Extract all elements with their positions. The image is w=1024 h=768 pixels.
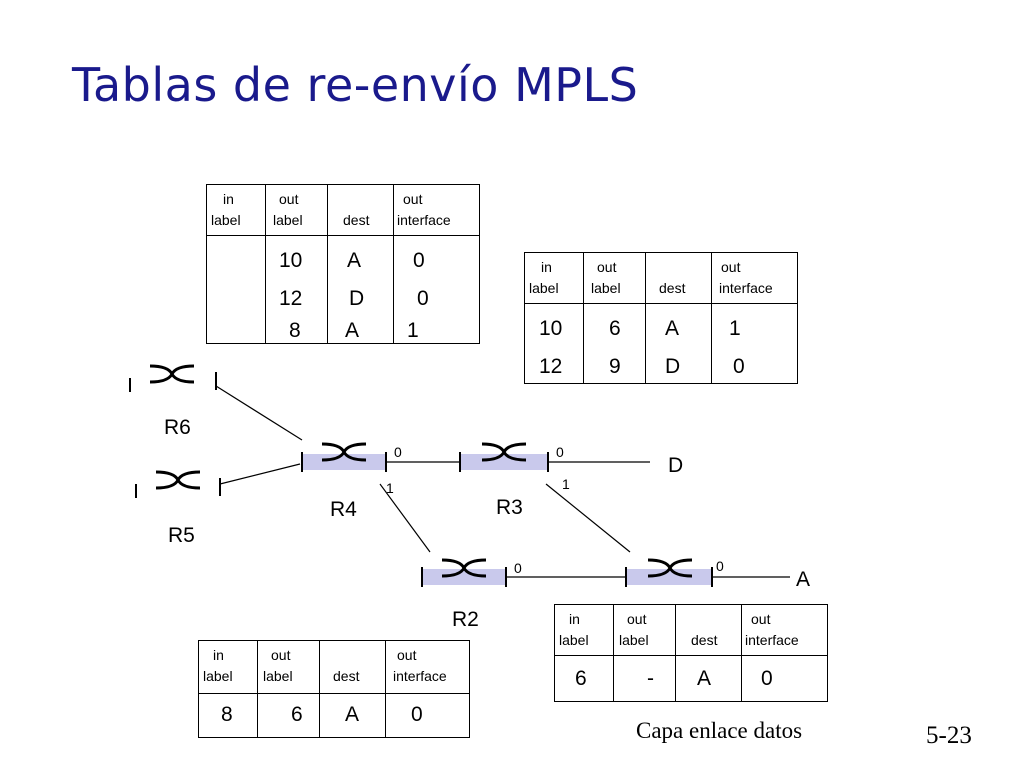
cell-in-label: 12 <box>539 355 563 378</box>
port-r4-0: 0 <box>394 444 402 460</box>
router-r3-label: R3 <box>496 496 523 519</box>
dest-a-label: A <box>796 568 811 591</box>
port-r1-0: 0 <box>716 558 724 574</box>
router-r5-icon <box>135 470 221 498</box>
header-out-iface: out <box>751 611 771 627</box>
cell-dest: A <box>345 703 360 726</box>
cell-interface: 1 <box>407 319 419 342</box>
cell-dest: A <box>665 317 680 340</box>
cell-out-label: 10 <box>279 249 303 272</box>
header-in-label: label <box>529 280 559 296</box>
header-out: out <box>597 259 617 275</box>
cell-dest: D <box>349 287 365 310</box>
cell-dest: A <box>347 249 362 272</box>
slide-title: Tablas de re-envío MPLS <box>72 58 639 112</box>
cell-dest: A <box>697 667 712 690</box>
port-r3-1: 1 <box>562 476 570 492</box>
header-interface: interface <box>397 212 451 228</box>
forwarding-table-r2: in label out label dest out interface 8 … <box>198 640 470 738</box>
link-r4-r2 <box>379 483 431 553</box>
header-out-label: label <box>591 280 621 296</box>
cell-interface: 0 <box>733 355 745 378</box>
header-out-iface: out <box>721 259 741 275</box>
router-r4-label: R4 <box>330 498 357 521</box>
header-in: in <box>569 611 580 627</box>
header-dest: dest <box>691 632 718 648</box>
router-r6-label: R6 <box>164 416 191 439</box>
cell-out-label: 6 <box>609 317 621 340</box>
header-out-label: label <box>273 212 303 228</box>
header-out-label: label <box>263 668 293 684</box>
header-out-iface: out <box>397 647 417 663</box>
cell-dest: D <box>665 355 681 378</box>
cell-interface: 1 <box>729 317 741 340</box>
header-out-label: label <box>619 632 649 648</box>
router-r4-icon <box>301 442 387 472</box>
port-r3-0: 0 <box>556 444 564 460</box>
link-r6-r4 <box>215 385 303 441</box>
footer-chapter: Capa enlace datos <box>636 718 803 743</box>
router-r6-icon <box>129 364 217 392</box>
dest-d-label: D <box>668 454 684 477</box>
header-in-label: label <box>211 212 241 228</box>
page-number: 5-23 <box>926 722 972 749</box>
header-in: in <box>223 191 234 207</box>
header-dest: dest <box>333 668 360 684</box>
link-r3-r1 <box>545 483 631 553</box>
port-r4-1: 1 <box>386 480 394 496</box>
router-r2-icon <box>421 558 507 587</box>
cell-out-label: - <box>647 667 654 690</box>
forwarding-table-r4: in label out label dest out interface 10… <box>206 184 480 344</box>
header-out: out <box>627 611 647 627</box>
header-in: in <box>541 259 552 275</box>
header-dest: dest <box>343 212 370 228</box>
link-r5-r4 <box>219 463 301 485</box>
forwarding-table-r3: in label out label dest out interface 10… <box>524 252 798 384</box>
cell-interface: 0 <box>417 287 429 310</box>
port-r2-0: 0 <box>514 560 522 576</box>
router-r5-label: R5 <box>168 524 195 547</box>
header-interface: interface <box>745 632 799 648</box>
header-out-iface: out <box>403 191 423 207</box>
cell-out-label: 9 <box>609 355 621 378</box>
router-r3-icon <box>459 442 549 472</box>
cell-out-label: 12 <box>279 287 303 310</box>
header-out: out <box>271 647 291 663</box>
header-interface: interface <box>393 668 447 684</box>
header-interface: interface <box>719 280 773 296</box>
header-in-label: label <box>203 668 233 684</box>
header-out: out <box>279 191 299 207</box>
cell-out-label: 6 <box>291 703 303 726</box>
forwarding-table-r1: in label out label dest out interface 6 … <box>554 604 828 702</box>
cell-out-label: 8 <box>289 319 301 342</box>
router-r1-icon <box>625 558 713 587</box>
cell-in-label: 8 <box>221 703 233 726</box>
cell-interface: 0 <box>413 249 425 272</box>
router-r2-label: R2 <box>452 608 479 631</box>
cell-in-label: 6 <box>575 667 587 690</box>
cell-interface: 0 <box>761 667 773 690</box>
header-in: in <box>213 647 224 663</box>
header-dest: dest <box>659 280 686 296</box>
cell-interface: 0 <box>411 703 423 726</box>
cell-dest: A <box>345 319 360 342</box>
header-in-label: label <box>559 632 589 648</box>
cell-in-label: 10 <box>539 317 563 340</box>
